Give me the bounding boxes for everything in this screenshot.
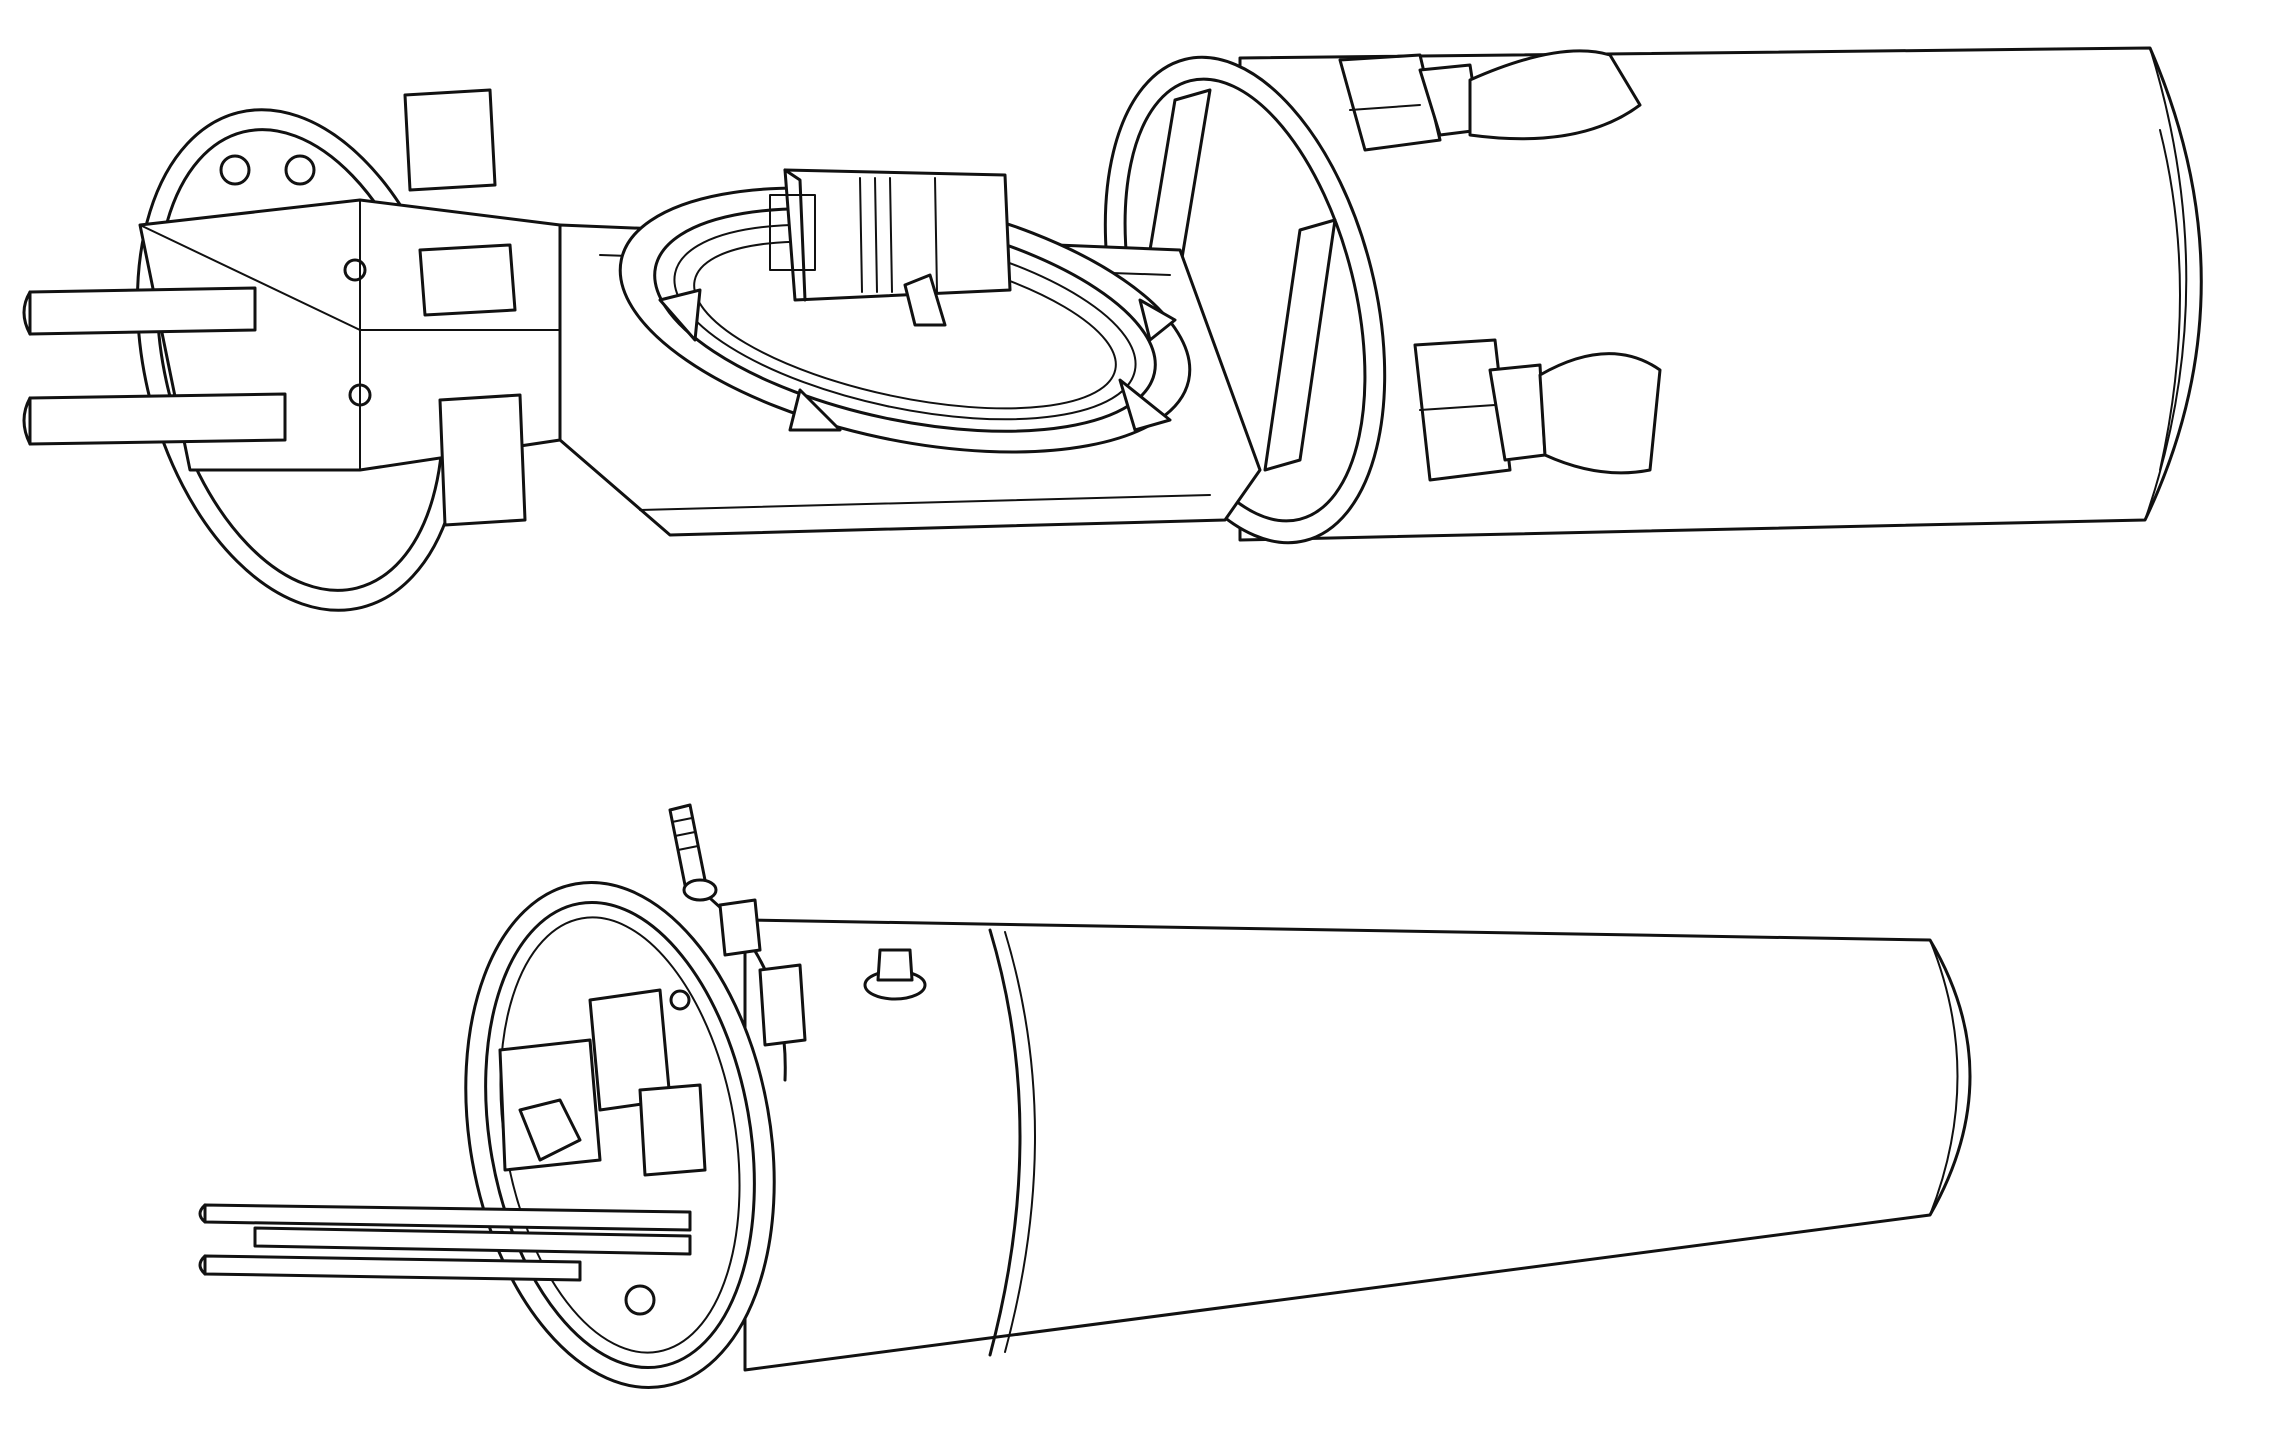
cable-entry-upper [22,286,257,336]
pressure-fitting [863,948,927,1001]
air-valve [668,803,718,902]
clamp-band [698,888,807,1082]
assembled-view [198,803,1972,1389]
splice-tray [558,168,1262,537]
cable-middle [253,1226,692,1256]
cable-entry-lower [22,392,287,446]
exploded-view [22,46,2203,612]
sleeve-clamp-bottom [1413,338,1662,482]
cable-upper [198,1203,692,1232]
closure-body [743,918,1972,1372]
end-plate [135,88,562,612]
cable-lower [198,1254,582,1282]
sleeve-clamp-top [1338,49,1642,152]
